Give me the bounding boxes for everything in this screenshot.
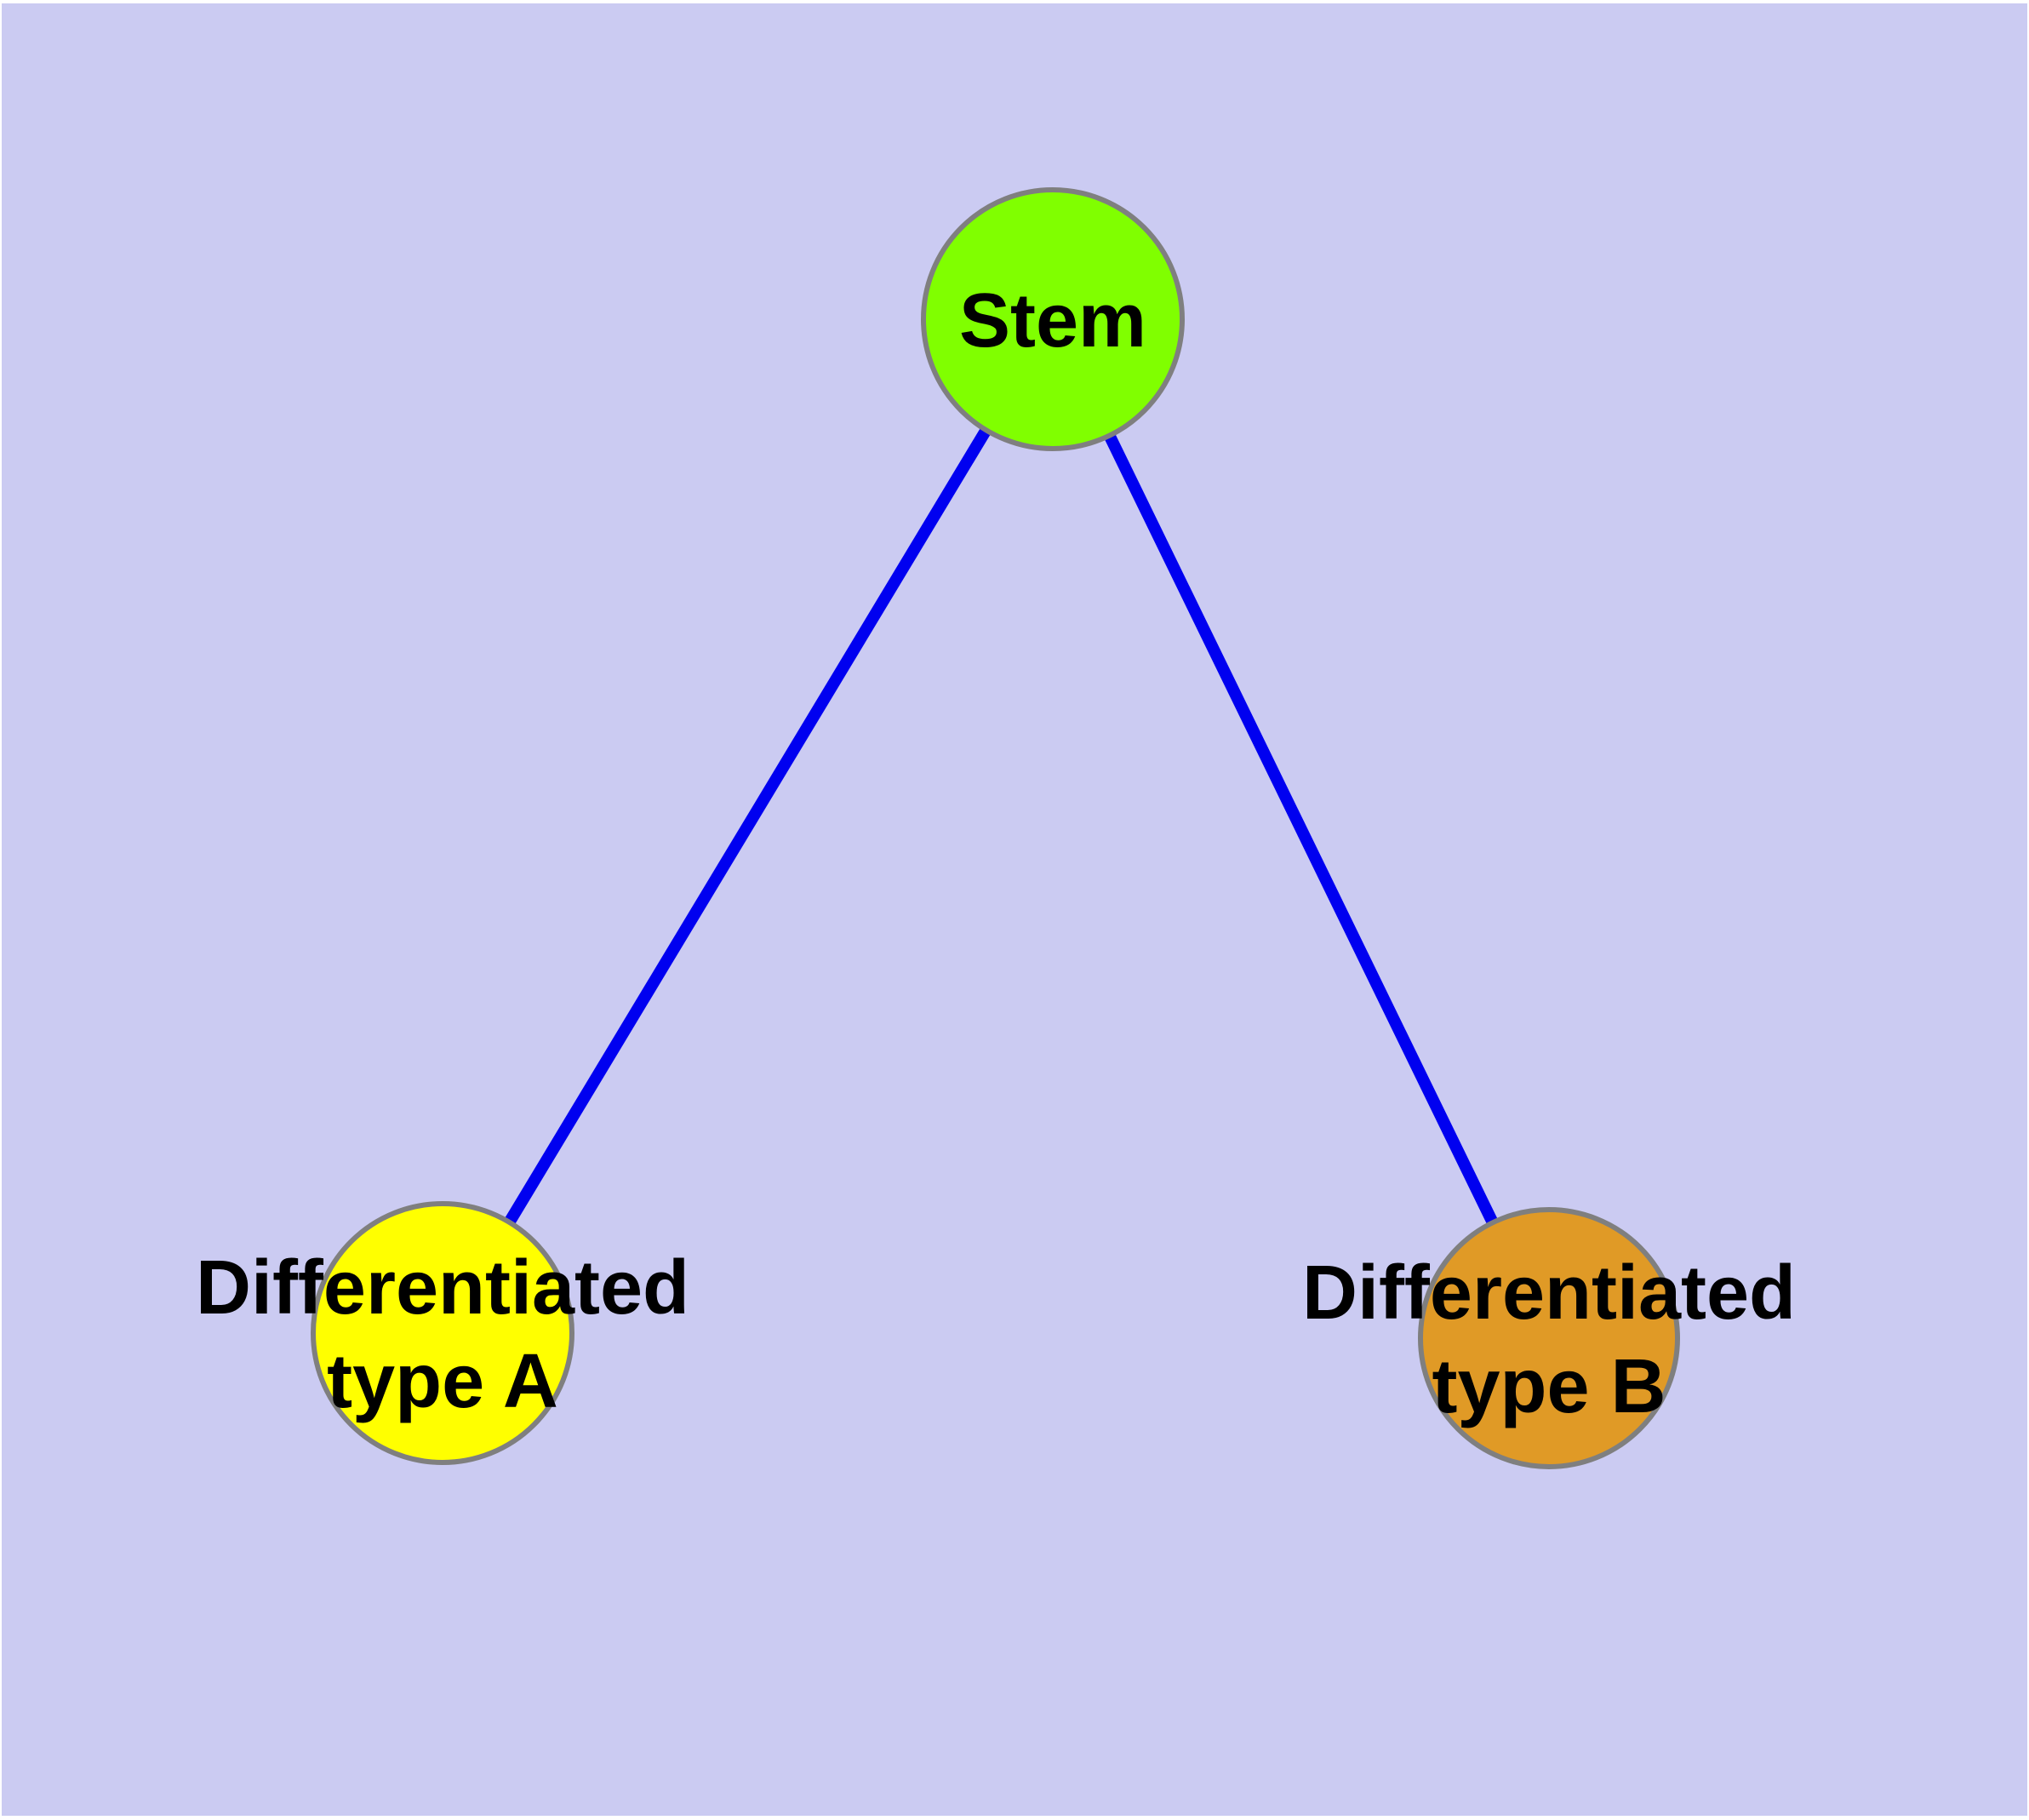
edges-layer [504, 426, 1499, 1226]
node-stem-label-line: Stem [959, 278, 1146, 363]
node-diff-b-label-line: type B [1432, 1344, 1666, 1429]
node-diff-b-label-line: Differentiated [1302, 1251, 1796, 1336]
node-diff-a-label-line: Differentiated [196, 1245, 689, 1331]
node-diff-b-circle [1418, 1207, 1680, 1469]
node-diff-a-label-line: type A [327, 1339, 558, 1424]
node-stem-circle [921, 187, 1185, 451]
node-stem-label: Stem [959, 278, 1146, 363]
edge-stem-to-diff-b [1104, 432, 1499, 1226]
node-diff-a-circle [311, 1201, 574, 1465]
edge-stem-to-diff-a [504, 426, 992, 1226]
node-stem: Stem [921, 187, 1185, 451]
